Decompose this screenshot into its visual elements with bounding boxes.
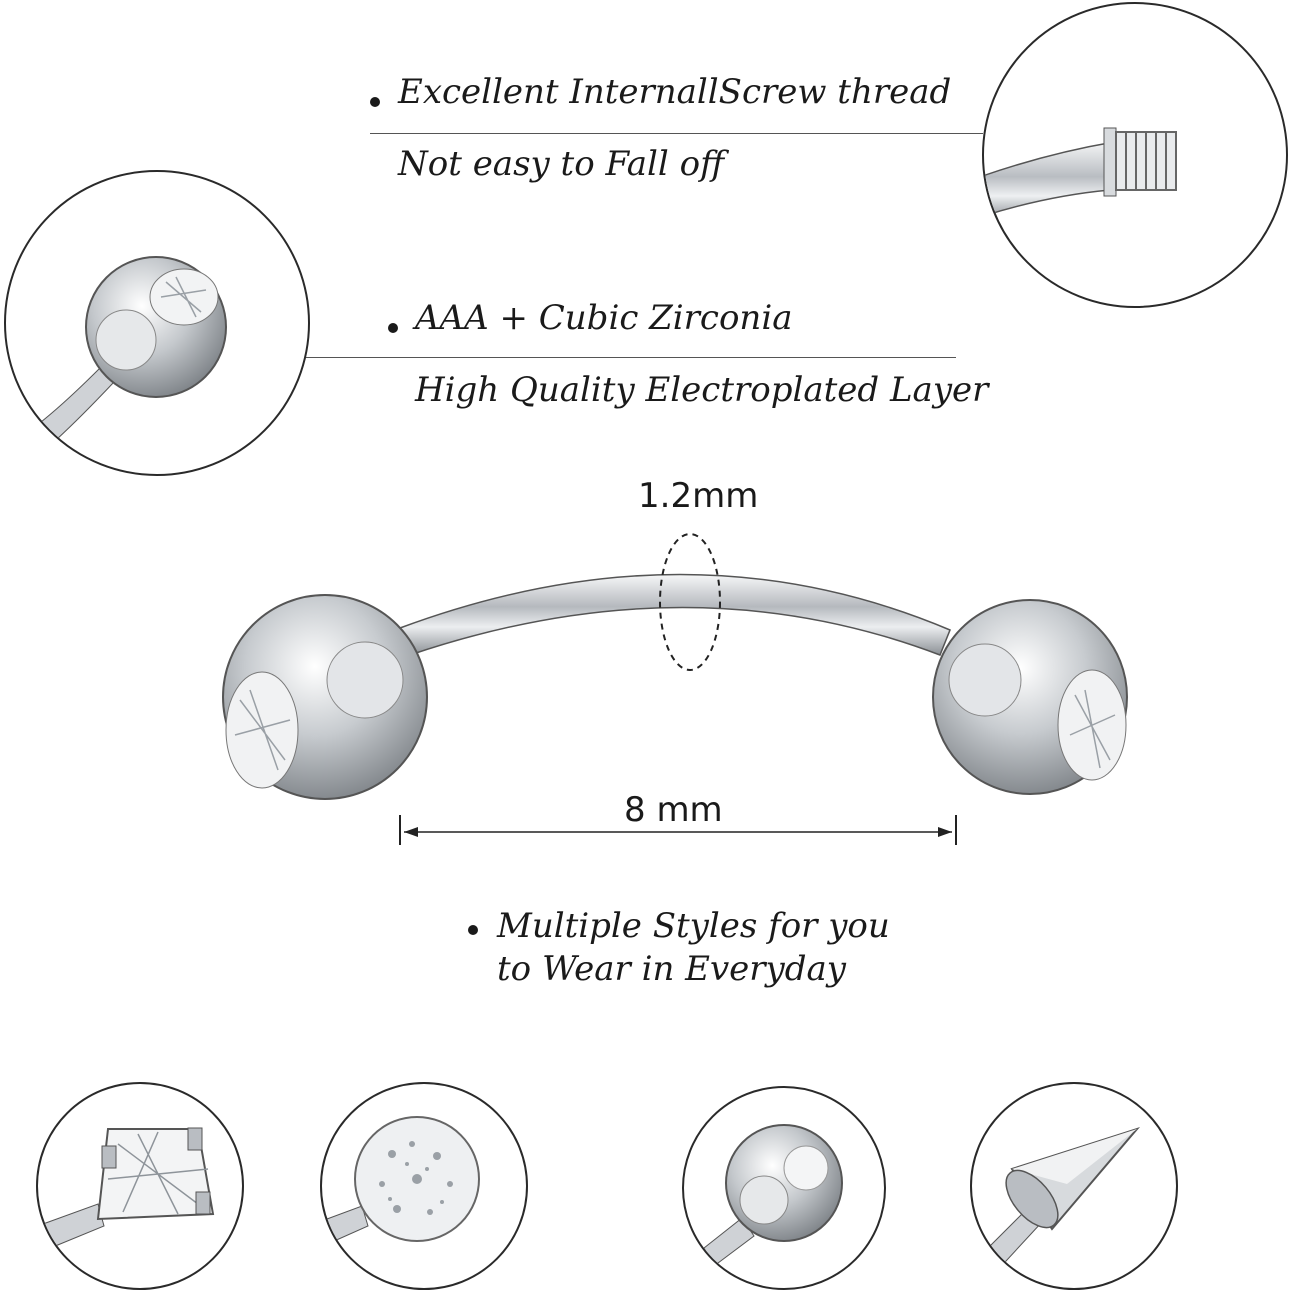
- zirconia-feature-title: AAA + Cubic Zirconia: [415, 298, 793, 338]
- thread-feature-title: Excellent InternallScrew thread: [398, 72, 952, 112]
- gem-ball-icon: [40, 256, 227, 441]
- style-glitter-circle: [320, 1082, 528, 1290]
- plain-ball-icon: [703, 1124, 843, 1267]
- styles-feature-line1: Multiple Styles for you: [497, 906, 890, 946]
- style-spike-circle: [970, 1082, 1178, 1290]
- style-prong-circle: [36, 1082, 244, 1290]
- thread-detail-circle: [982, 2, 1288, 308]
- divider-line: [370, 133, 983, 134]
- gauge-label: 1.2mm: [638, 476, 759, 516]
- screw-thread-icon: [984, 127, 1177, 217]
- styles-feature-line2: to Wear in Everyday: [497, 949, 846, 989]
- glitter-ball-icon: [326, 1116, 480, 1243]
- length-label: 8 mm: [624, 790, 723, 830]
- gem-ball-detail-circle: [4, 170, 310, 476]
- bullet-dot: [370, 97, 380, 107]
- bullet-dot: [468, 925, 478, 935]
- spike-icon: [976, 1126, 1141, 1275]
- divider-line: [306, 357, 956, 358]
- thread-feature-subtitle: Not easy to Fall off: [398, 144, 725, 184]
- style-ball-circle: [682, 1086, 886, 1290]
- bullet-dot: [388, 323, 398, 333]
- prong-gem-icon: [42, 1127, 215, 1250]
- zirconia-feature-subtitle: High Quality Electroplated Layer: [415, 370, 989, 410]
